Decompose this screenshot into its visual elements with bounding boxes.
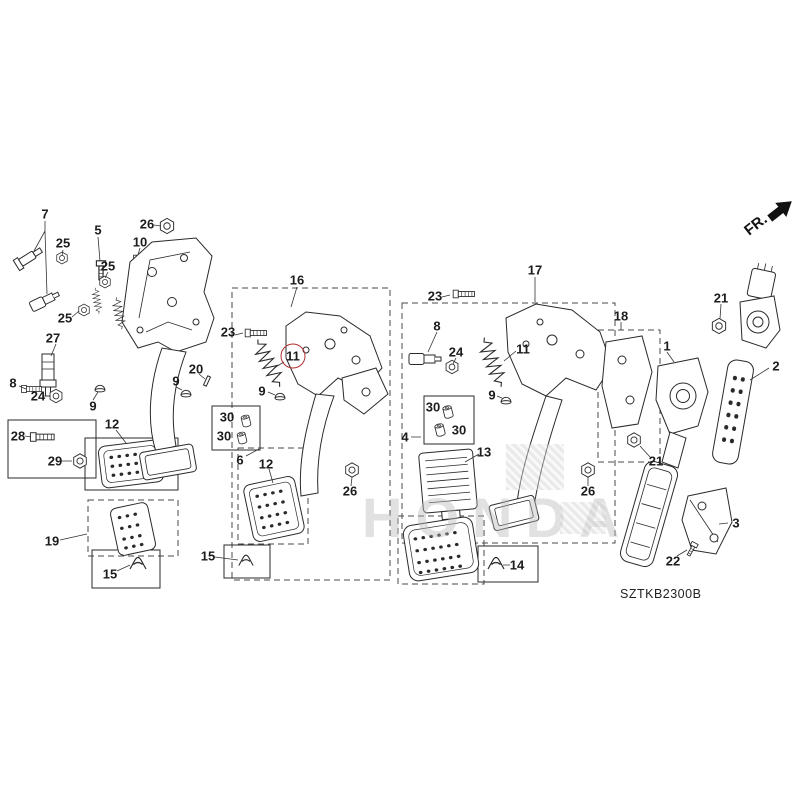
clip-box-15-center (223, 544, 271, 579)
accelerator-pedal-module-2 (711, 262, 781, 465)
callout-12: 12 (258, 456, 274, 472)
callout-30: 30 (219, 409, 235, 425)
callout-24: 24 (448, 344, 464, 360)
pin-20 (202, 375, 212, 387)
callout-9: 9 (488, 387, 496, 403)
mount-bracket-3 (681, 487, 733, 558)
callout-30: 30 (216, 428, 232, 444)
bushing-box-30-right (423, 395, 475, 445)
callout-24: 24 (30, 388, 46, 404)
assembly-box-19 (87, 499, 179, 557)
accelerator-pedal-assembly-1 (619, 357, 709, 568)
fr-arrow-icon (767, 201, 792, 222)
pedal-pad-12-center (243, 476, 305, 542)
callout-26: 26 (580, 483, 596, 499)
stopper-bolt-7 (12, 247, 44, 272)
pedal-plate (488, 494, 540, 532)
pedal-pad-rubber (402, 516, 480, 582)
module-pedal-pad (712, 359, 754, 465)
callout-21: 21 (713, 290, 729, 306)
pad-sub-box-16 (237, 447, 309, 545)
callout-23: 23 (427, 288, 443, 304)
callout-16: 16 (289, 272, 305, 288)
callout-7: 7 (41, 206, 49, 222)
callout-23: 23 (220, 324, 236, 340)
callout-26: 26 (342, 483, 358, 499)
callout-30: 30 (425, 399, 441, 415)
callout-28: 28 (10, 428, 26, 444)
bolt-box-28-29 (7, 419, 97, 479)
callout-12: 12 (104, 416, 120, 432)
callout-29: 29 (47, 453, 63, 469)
accelerator-pad (619, 460, 679, 568)
leader-lines (18, 221, 770, 572)
callout-25: 25 (55, 235, 71, 251)
brake-pedal-pad-13 (418, 448, 478, 521)
callout-27: 27 (45, 330, 61, 346)
left-pedal-assembly (110, 237, 215, 481)
pedal-arm (299, 393, 335, 497)
callout-30: 30 (451, 422, 467, 438)
callout-19: 19 (44, 533, 60, 549)
module-connector (746, 262, 777, 301)
callout-14: 14 (509, 557, 525, 573)
callout-25: 25 (100, 258, 116, 274)
callout-9: 9 (89, 398, 97, 414)
pedal-assembly-17 (402, 289, 641, 582)
callout-5: 5 (94, 222, 102, 238)
callout-21: 21 (648, 453, 664, 469)
callout-9: 9 (172, 373, 180, 389)
bracket-plate-18 (601, 335, 653, 429)
callout-11: 11 (516, 341, 530, 357)
callout-22: 22 (665, 553, 681, 569)
callout-9: 9 (258, 383, 266, 399)
pedal-plate (139, 443, 197, 481)
callout-8: 8 (433, 318, 441, 334)
callout-20: 20 (188, 361, 204, 377)
callout-11: 11 (280, 343, 306, 369)
callout-13: 13 (476, 444, 492, 460)
pedal-assembly-16 (236, 311, 389, 567)
callout-18: 18 (613, 308, 629, 324)
pad-sub-box-17 (397, 515, 485, 585)
callout-6: 6 (236, 452, 244, 468)
callout-4: 4 (401, 429, 409, 445)
callout-1: 1 (663, 338, 671, 354)
assembly-box-18 (597, 329, 661, 463)
callout-2: 2 (772, 358, 780, 374)
pedal-pad-19 (110, 502, 156, 556)
assembly-box-16 (231, 287, 391, 581)
callout-15: 15 (102, 566, 118, 582)
callout-26: 26 (139, 216, 155, 232)
callout-17: 17 (527, 262, 543, 278)
callout-8: 8 (9, 375, 17, 391)
callout-15: 15 (200, 548, 216, 564)
callout-3: 3 (732, 515, 740, 531)
callout-10: 10 (132, 234, 148, 250)
bushing-box-30-center (211, 405, 261, 451)
diagram-code: SZTKB2300B (620, 587, 701, 601)
callout-25: 25 (57, 310, 73, 326)
